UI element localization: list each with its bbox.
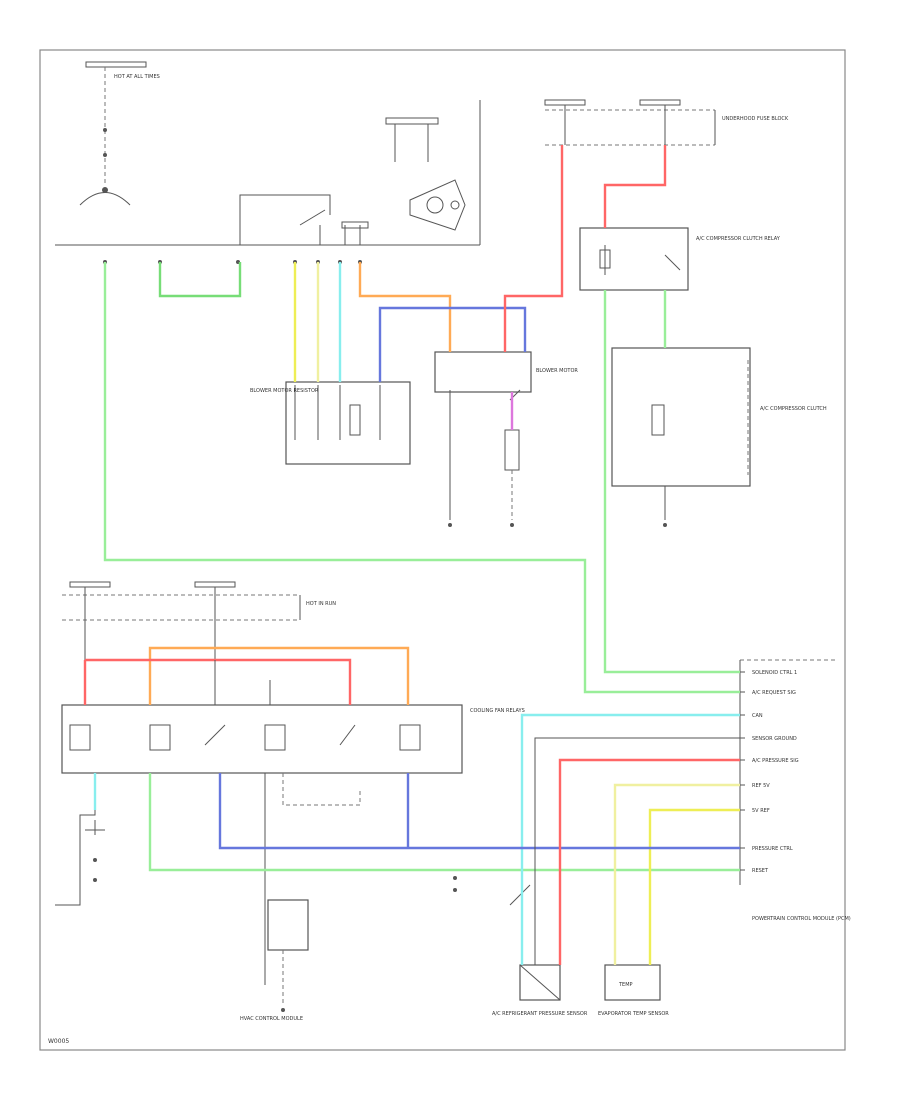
ac-clutch-relay-label: A/C COMPRESSOR CLUTCH RELAY [696,236,781,242]
pcm-terminal-list: SOLENOID CTRL 1 A/C REQUEST SIG CAN SENSOR … [735,670,799,874]
ac-pressure-sensor [519,964,561,1001]
diagram-frame [39,49,846,1051]
pcm-terminal-label: REF 5V [752,783,770,789]
wire-yellow-5v [648,808,740,965]
wire-green-fan [148,773,740,872]
underhood-fuse-top-right [544,99,716,146]
blower-motor [434,351,532,401]
blower-resistor-label: BLOWER MOTOR RESISTOR [250,388,319,394]
hot-at-all-times-label: HOT AT ALL TIMES [114,74,160,80]
hot-in-run-fuses [62,581,301,660]
wire-cyan-sensor [520,713,740,965]
evap-temp-sensor-label: EVAPORATOR TEMP SENSOR [598,1011,669,1017]
underhood-fuse-label: UNDERHOOD FUSE BLOCK [722,116,789,122]
wire-red-relay-feed [603,145,667,228]
hvac-control-module [264,773,361,1012]
wire-green-relay [603,290,740,674]
wire-blue-resistor [378,306,527,382]
pcm-terminal-label: RESET [752,868,769,874]
pcm-terminal-label: CAN [752,713,763,719]
pcm-terminal-label: A/C REQUEST SIG [752,690,796,696]
ac-clutch-label: A/C COMPRESSOR CLUTCH [760,406,827,412]
ac-clutch-relay [579,227,689,291]
wire-lightyellow-ref [613,783,740,965]
pcm-terminal-label: SOLENOID CTRL 1 [752,670,797,676]
wire-blue-pressure-ctrl [218,773,740,850]
pcm-label: POWERTRAIN CONTROL MODULE (PCM) [752,916,851,922]
wire-red-fan [85,658,352,705]
fuse-feed-top-left [79,61,147,206]
pcm-terminal-label: 5V REF [752,808,770,814]
fan-relays-label: COOLING FAN RELAYS [470,708,525,714]
hot-in-run-label: HOT IN RUN [306,601,336,607]
svg-text:TEMP: TEMP [618,982,633,988]
blower-grounds [448,400,520,527]
wire-red-fuse-blower [503,145,564,352]
wire-gray-can [534,737,740,965]
inline-connector [453,876,531,906]
pcm-terminal-label: PRESSURE CTRL [752,846,793,852]
footer-code: W0005 [48,1038,69,1045]
pcm-terminal-label: A/C PRESSURE SIG [752,758,799,764]
wire-green-pcm-req [103,262,740,694]
lower-left-branch [55,773,105,906]
wire-orange-blower [358,262,452,352]
hvac-control-label: HVAC CONTROL MODULE [240,1016,303,1022]
wire-red-pressure-sig [558,758,740,965]
evaporator-temp-sensor: TEMP [604,964,661,1001]
wire-green-jumper [158,262,242,298]
blower-switch [239,194,369,245]
cooling-fan-relays [61,704,463,774]
blower-motor-label: BLOWER MOTOR [536,368,578,374]
ac-pressure-sensor-label: A/C REFRIGERANT PRESSURE SENSOR [492,1011,588,1017]
wire-orange-fan [148,646,410,705]
pcm-terminal-label: SENSOR GROUND [752,736,797,742]
motor-symbol [409,179,466,231]
ac-clutch [611,347,751,487]
mode-switch-symbol [385,117,439,162]
bus-drop-connectors [103,260,362,264]
blower-motor-resistor [285,381,411,465]
